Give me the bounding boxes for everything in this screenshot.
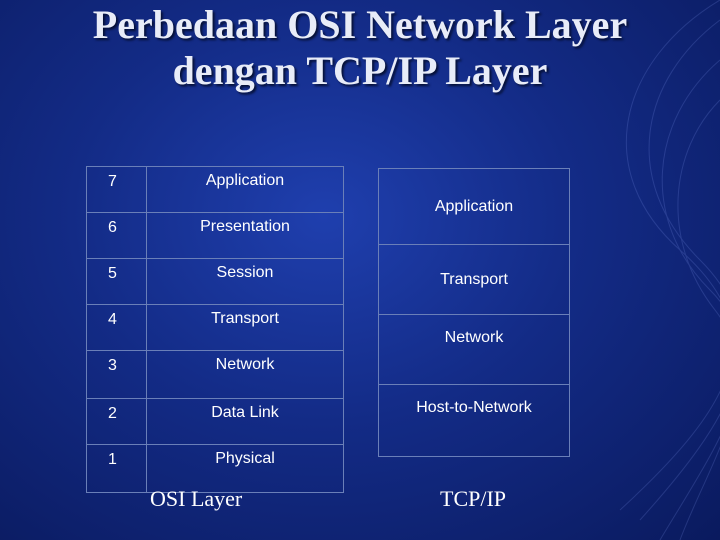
page-title: Perbedaan OSI Network Layer dengan TCP/I… <box>0 2 720 94</box>
osi-row: 1 Physical <box>86 444 344 493</box>
tcpip-row: Application <box>378 168 570 245</box>
title-line-1: Perbedaan OSI Network Layer <box>92 2 628 47</box>
osi-row: 5 Session <box>86 258 344 305</box>
osi-caption: OSI Layer <box>150 486 243 511</box>
tcpip-layer-name: Network <box>378 314 570 385</box>
tcpip-row: Transport <box>378 244 570 315</box>
osi-layer-number: 4 <box>86 304 147 351</box>
tcpip-row: Network <box>378 314 570 385</box>
tcpip-layer-table: Application Transport Network Host-to-Ne… <box>378 168 570 457</box>
title-line-2: dengan TCP/IP Layer <box>172 48 548 93</box>
tcpip-layer-name: Transport <box>378 244 570 315</box>
osi-layer-name: Data Link <box>146 398 344 445</box>
osi-row: 2 Data Link <box>86 398 344 445</box>
osi-layer-name: Application <box>146 166 344 213</box>
background-swirl-decoration <box>619 0 720 540</box>
osi-row: 7 Application <box>86 166 344 213</box>
osi-row: 3 Network <box>86 350 344 399</box>
osi-layer-name: Session <box>146 258 344 305</box>
osi-layer-number: 5 <box>86 258 147 305</box>
osi-layer-name: Physical <box>146 444 344 493</box>
tcpip-layer-name: Application <box>378 168 570 245</box>
tcpip-row: Host-to-Network <box>378 384 570 457</box>
osi-layer-number: 2 <box>86 398 147 445</box>
osi-layer-number: 7 <box>86 166 147 213</box>
osi-layer-number: 1 <box>86 444 147 493</box>
tcpip-layer-name: Host-to-Network <box>378 384 570 457</box>
osi-layer-name: Network <box>146 350 344 399</box>
osi-layer-name: Transport <box>146 304 344 351</box>
osi-layer-number: 6 <box>86 212 147 259</box>
osi-row: 6 Presentation <box>86 212 344 259</box>
osi-layer-table: 7 Application 6 Presentation 5 Session 4… <box>86 166 344 493</box>
osi-layer-number: 3 <box>86 350 147 399</box>
osi-row: 4 Transport <box>86 304 344 351</box>
osi-layer-name: Presentation <box>146 212 344 259</box>
tcpip-caption: TCP/IP <box>440 486 507 511</box>
